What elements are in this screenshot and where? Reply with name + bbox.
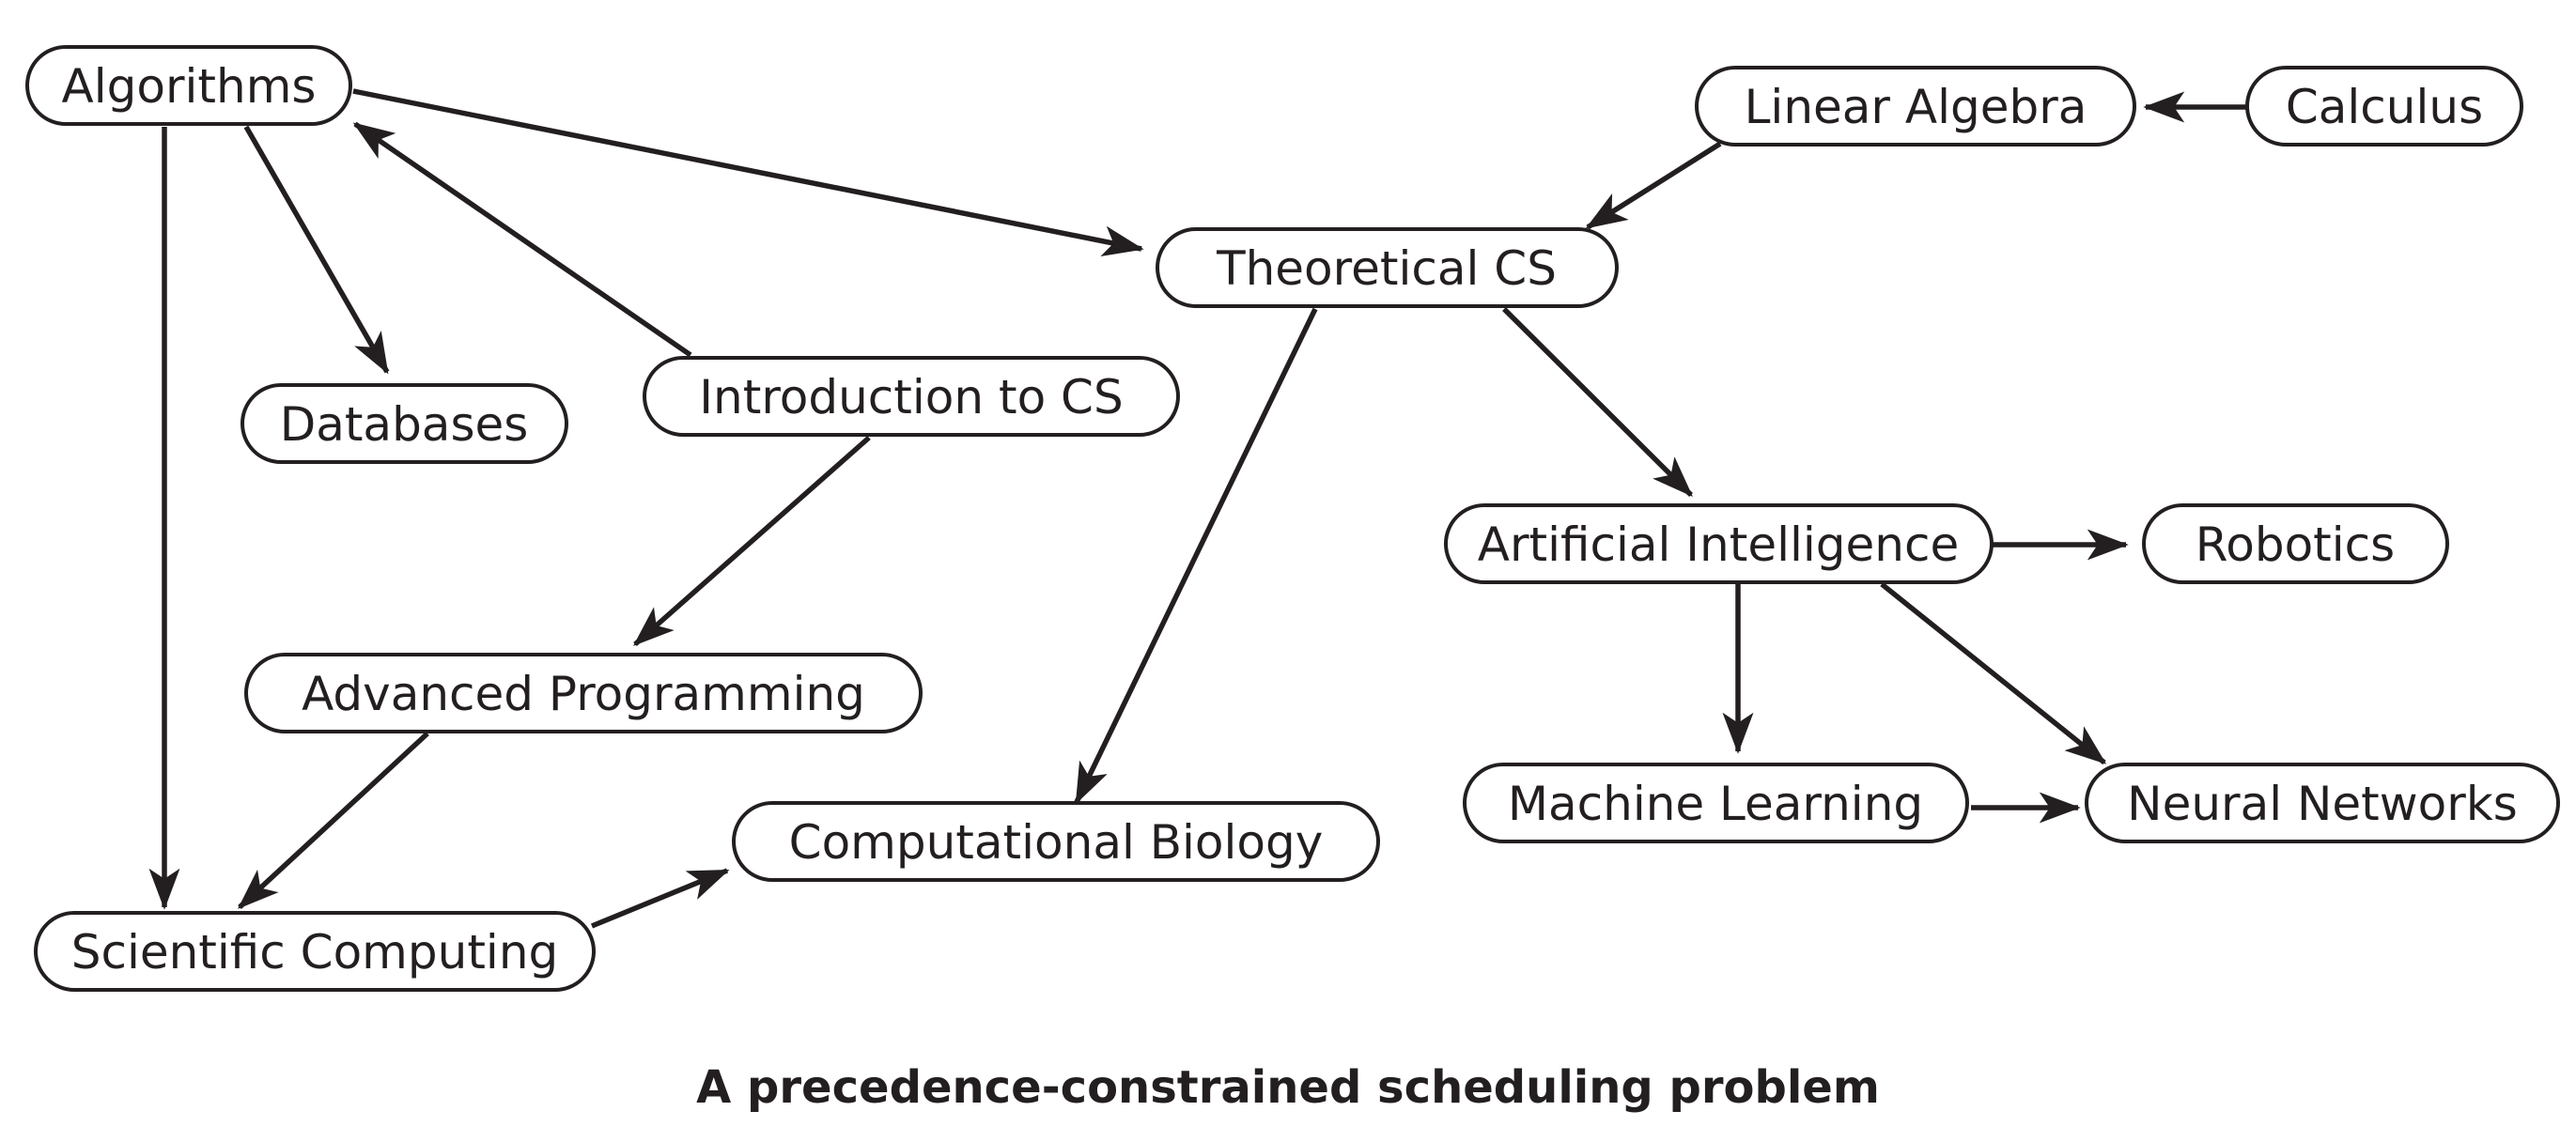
node-label-theoretical-cs: Theoretical CS [1216, 241, 1557, 296]
edge-scientific-computing-computational-biology [590, 868, 730, 929]
node-databases: Databases [241, 383, 568, 464]
node-algorithms: Algorithms [25, 45, 352, 126]
node-linear-algebra: Linear Algebra [1695, 66, 2136, 147]
node-robotics: Robotics [2142, 503, 2449, 584]
node-label-databases: Databases [280, 397, 529, 452]
node-scientific-computing: Scientific Computing [34, 911, 596, 992]
nodes: Algorithms Databases Introduction to CS … [25, 45, 2560, 992]
node-label-computational-biology: Computational Biology [789, 815, 1324, 870]
node-machine-learning: Machine Learning [1463, 763, 1969, 843]
edges [148, 88, 2247, 929]
edge-theoretical-cs-computational-biology [1074, 307, 1318, 805]
node-label-scientific-computing: Scientific Computing [71, 925, 559, 980]
node-theoretical-cs: Theoretical CS [1156, 227, 1619, 308]
node-neural-networks: Neural Networks [2085, 763, 2560, 843]
node-label-introduction-to-cs: Introduction to CS [699, 370, 1123, 424]
node-label-machine-learning: Machine Learning [1508, 777, 1923, 831]
node-artificial-intelligence: Artificial Intelligence [1444, 503, 1994, 584]
node-advanced-programming: Advanced Programming [244, 653, 923, 733]
edge-linear-algebra-theoretical-cs [1585, 141, 1722, 230]
node-label-artificial-intelligence: Artificial Intelligence [1478, 517, 1959, 572]
node-label-neural-networks: Neural Networks [2127, 777, 2518, 831]
figure-caption: A precedence-constrained scheduling prob… [696, 1061, 1880, 1114]
node-label-advanced-programming: Advanced Programming [302, 667, 865, 721]
node-label-linear-algebra: Linear Algebra [1745, 80, 2087, 134]
node-calculus: Calculus [2245, 66, 2523, 147]
node-label-robotics: Robotics [2196, 517, 2395, 572]
node-computational-biology: Computational Biology [732, 801, 1380, 882]
node-label-calculus: Calculus [2286, 80, 2483, 134]
edge-intro-cs-algorithms [352, 121, 692, 358]
edge-theoretical-cs-artificial-intelligence [1502, 307, 1693, 497]
edge-artificial-intelligence-neural-networks [1880, 581, 2107, 765]
node-introduction-to-cs: Introduction to CS [643, 356, 1180, 437]
edge-algorithms-databases [243, 125, 390, 375]
edge-algorithms-theoretical-cs [352, 88, 1144, 257]
edge-intro-cs-advanced-programming [632, 435, 871, 647]
edge-advanced-programming-scientific-computing [237, 731, 429, 910]
node-label-algorithms: Algorithms [62, 59, 317, 114]
